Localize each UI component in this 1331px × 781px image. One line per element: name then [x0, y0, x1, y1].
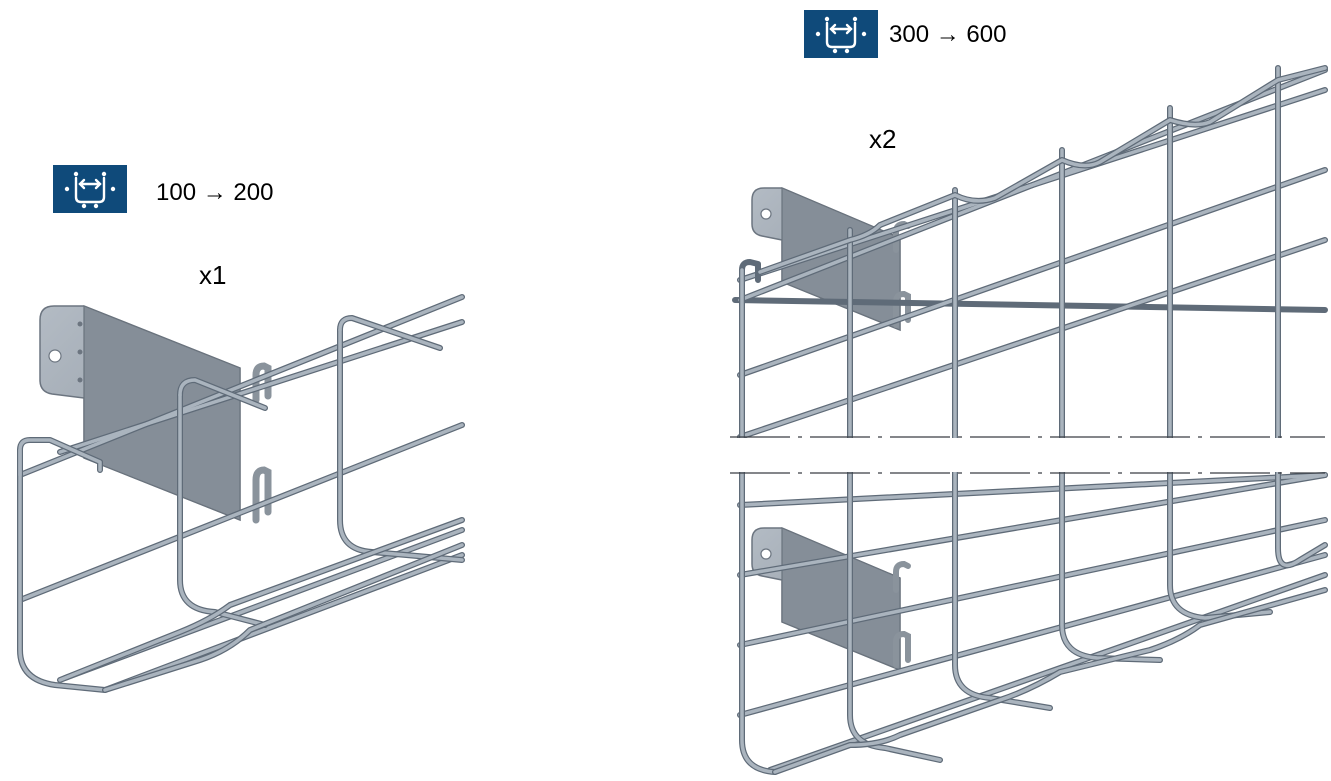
tray-width-icon: [804, 10, 878, 58]
right-top-bracket: [751, 187, 911, 332]
tray-width-icon: [53, 165, 127, 213]
left-wire-tray: [17, 294, 465, 693]
break-lines: [730, 436, 1325, 474]
right-width-range: 300 → 600: [889, 21, 1007, 48]
break-gap: [728, 438, 1331, 472]
left-width-range: 100 → 200: [156, 179, 274, 206]
right-quantity: x2: [869, 124, 897, 154]
left-wall-bracket: [39, 305, 272, 524]
right-wire-tray: [732, 65, 1328, 775]
left-quantity: x1: [199, 260, 227, 290]
